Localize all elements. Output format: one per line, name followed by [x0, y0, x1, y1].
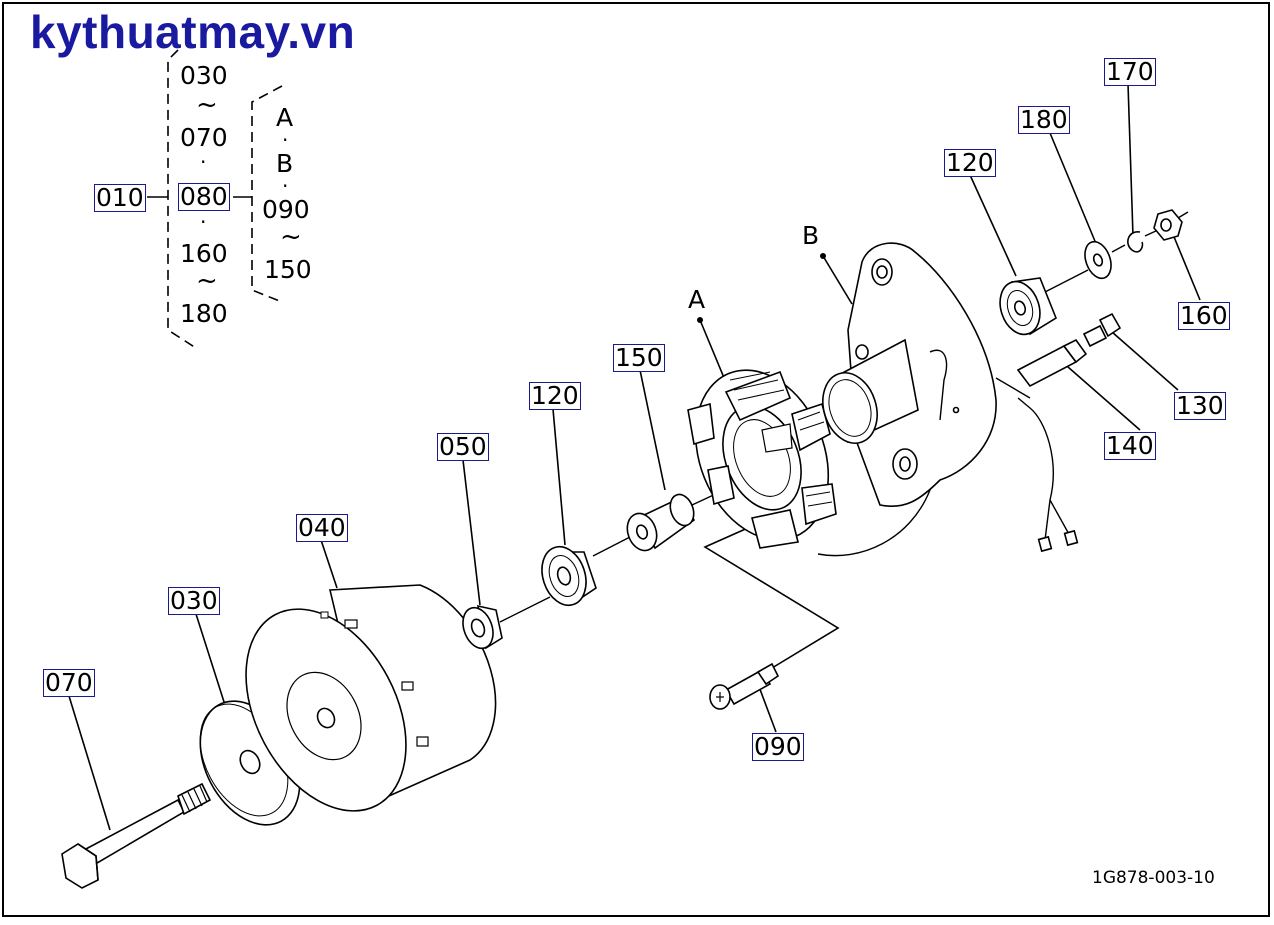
point-a-dot — [697, 317, 703, 323]
legend-b-item-a: A — [276, 103, 294, 132]
assembly-leader-090 — [703, 526, 840, 669]
leader-160 — [1171, 231, 1201, 301]
callout-070[interactable]: 070 — [43, 668, 95, 697]
legend-root-010[interactable]: 010 — [94, 183, 146, 212]
separator-dot-icon: · — [200, 210, 207, 234]
bearing-120-mid — [541, 545, 597, 607]
callout-120-top[interactable]: 120 — [944, 148, 996, 177]
legend-a-item-160: 160 — [180, 239, 228, 268]
nut-160 — [1153, 209, 1183, 241]
leader-040 — [320, 539, 338, 589]
spring-washer-170 — [1127, 231, 1144, 253]
leader-150 — [639, 369, 666, 491]
collar-050 — [462, 604, 503, 650]
callout-050[interactable]: 050 — [437, 432, 489, 461]
callout-040[interactable]: 040 — [296, 513, 348, 542]
spacer-150 — [626, 493, 696, 552]
callout-150[interactable]: 150 — [613, 343, 665, 372]
leader-120-mid — [552, 408, 566, 546]
housing-b — [822, 242, 1079, 553]
legend-a-item-070: 070 — [180, 123, 228, 152]
separator-dot-icon: · — [282, 174, 289, 198]
point-b-dot — [820, 253, 826, 259]
label-b: B — [802, 221, 820, 250]
callout-120-mid[interactable]: 120 — [529, 381, 581, 410]
bearing-120-top — [999, 277, 1057, 336]
callout-030[interactable]: 030 — [168, 586, 220, 615]
site-watermark: kythuatmay.vn — [30, 6, 356, 58]
leader-130 — [1111, 331, 1179, 391]
callout-160[interactable]: 160 — [1178, 301, 1230, 330]
leader-a — [699, 319, 728, 386]
legend-a-item-030: 030 — [180, 61, 228, 90]
legend-brackets — [167, 49, 283, 349]
label-a: A — [688, 285, 706, 314]
leader-170 — [1127, 83, 1134, 237]
drawing-code: 1G878-003-10 — [1092, 868, 1215, 888]
screw-090 — [709, 662, 780, 710]
legend-b-item-b: B — [276, 149, 294, 178]
callout-090[interactable]: 090 — [752, 732, 804, 761]
callout-130[interactable]: 130 — [1174, 391, 1226, 420]
leader-070 — [68, 695, 111, 831]
screw-130 — [1082, 312, 1122, 348]
flywheel-040 — [245, 584, 497, 812]
legend-b-item-090: 090 — [262, 195, 310, 224]
range-tilde-icon: ~ — [196, 90, 218, 120]
legend-a-item-080[interactable]: 080 — [178, 182, 230, 211]
separator-dot-icon: · — [282, 128, 289, 152]
legend-bracket-a — [167, 49, 197, 349]
legend-b-item-150: 150 — [264, 255, 312, 284]
callout-180[interactable]: 180 — [1018, 105, 1070, 134]
rectifier-140 — [1016, 338, 1088, 388]
stator-a — [687, 349, 941, 557]
washer-180 — [1084, 240, 1112, 280]
range-tilde-icon: ~ — [280, 222, 302, 252]
callout-170[interactable]: 170 — [1104, 57, 1156, 86]
leader-120-top — [969, 174, 1017, 277]
leader-140 — [1059, 359, 1141, 431]
range-tilde-icon: ~ — [196, 266, 218, 296]
leader-050 — [462, 459, 481, 606]
separator-dot-icon: · — [200, 150, 207, 174]
leader-030 — [195, 613, 226, 706]
callout-140[interactable]: 140 — [1104, 431, 1156, 460]
legend-a-item-180: 180 — [180, 299, 228, 328]
leader-180 — [1049, 132, 1098, 247]
bolt-070 — [61, 782, 212, 889]
leader-b — [822, 255, 853, 305]
legend-bracket-b — [251, 85, 283, 303]
